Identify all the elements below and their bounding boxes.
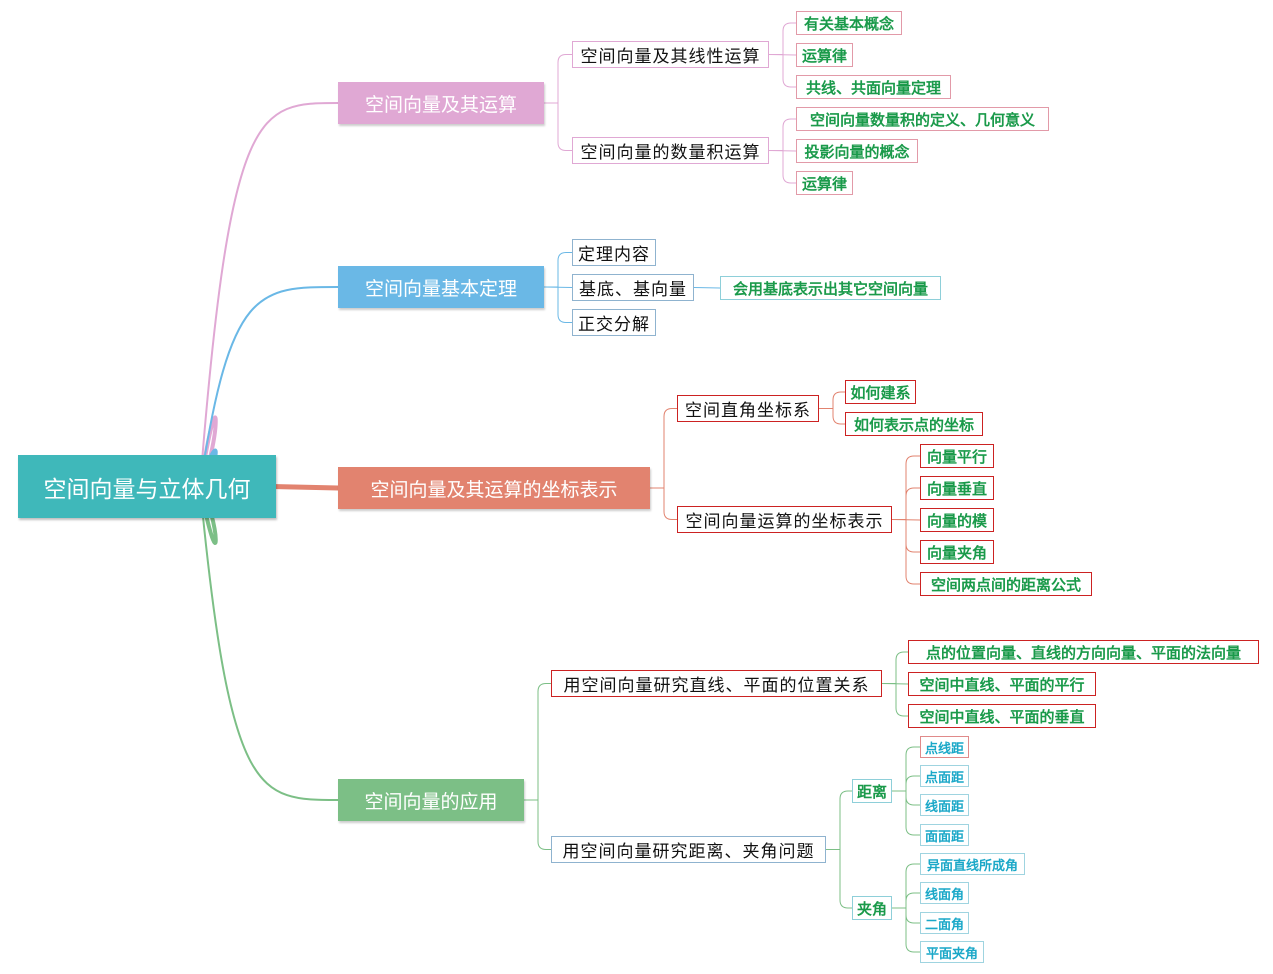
leaf-dot-product-definition[interactable]: 空间向量数量积的定义、几何意义	[796, 107, 1049, 131]
leaf-operation-laws-2[interactable]: 运算律	[796, 171, 853, 195]
branch-coordinate-representation[interactable]: 空间向量及其运算的坐标表示	[338, 467, 650, 509]
leaf-collinear-coplanar-theorem[interactable]: 共线、共面向量定理	[796, 75, 951, 99]
leaf-point-plane-distance[interactable]: 点面距	[920, 765, 969, 787]
leaf-dihedral-angle[interactable]: 二面角	[920, 912, 969, 934]
leaf-plane-plane-distance[interactable]: 面面距	[920, 824, 969, 846]
leaf-represent-with-basis[interactable]: 会用基底表示出其它空间向量	[720, 276, 941, 300]
leaf-skew-lines-angle[interactable]: 异面直线所成角	[920, 853, 1025, 875]
leaf-distance-formula[interactable]: 空间两点间的距离公式	[920, 572, 1092, 596]
topic-cartesian-system[interactable]: 空间直角坐标系	[677, 395, 819, 422]
branch-applications[interactable]: 空间向量的应用	[338, 779, 524, 821]
topic-orthogonal-decomposition[interactable]: 正交分解	[572, 309, 656, 336]
topic-distance-angle-problems[interactable]: 用空间向量研究距离、夹角问题	[551, 836, 826, 863]
leaf-vector-parallel[interactable]: 向量平行	[920, 444, 994, 468]
branch-basic-theorem[interactable]: 空间向量基本定理	[338, 266, 544, 308]
root-topic[interactable]: 空间向量与立体几何	[18, 455, 276, 518]
leaf-line-plane-distance[interactable]: 线面距	[920, 794, 969, 816]
leaf-line-plane-perpendicular[interactable]: 空间中直线、平面的垂直	[908, 704, 1096, 728]
topic-dot-product[interactable]: 空间向量的数量积运算	[572, 137, 769, 164]
leaf-vector-magnitude[interactable]: 向量的模	[920, 508, 994, 532]
branch-vector-operations[interactable]: 空间向量及其运算	[338, 82, 544, 124]
leaf-plane-angle[interactable]: 平面夹角	[920, 941, 984, 963]
leaf-projection-vector[interactable]: 投影向量的概念	[796, 139, 918, 163]
leaf-operation-laws-1[interactable]: 运算律	[796, 43, 853, 67]
leaf-basic-concepts[interactable]: 有关基本概念	[796, 11, 902, 35]
leaf-vector-angle[interactable]: 向量夹角	[920, 540, 994, 564]
group-distance[interactable]: 距离	[852, 779, 892, 803]
topic-basis-vectors[interactable]: 基底、基向量	[572, 274, 694, 301]
leaf-line-plane-parallel[interactable]: 空间中直线、平面的平行	[908, 672, 1096, 696]
topic-linear-operations[interactable]: 空间向量及其线性运算	[572, 41, 769, 68]
topic-theorem-content[interactable]: 定理内容	[572, 239, 656, 266]
leaf-vector-perpendicular[interactable]: 向量垂直	[920, 476, 994, 500]
group-angle[interactable]: 夹角	[852, 896, 892, 920]
leaf-point-line-distance[interactable]: 点线距	[920, 736, 969, 758]
topic-coordinate-operations[interactable]: 空间向量运算的坐标表示	[677, 506, 892, 533]
leaf-build-system[interactable]: 如何建系	[845, 380, 916, 404]
leaf-point-coordinates[interactable]: 如何表示点的坐标	[845, 412, 983, 436]
topic-position-relations[interactable]: 用空间向量研究直线、平面的位置关系	[551, 670, 882, 697]
leaf-position-direction-normal-vectors[interactable]: 点的位置向量、直线的方向向量、平面的法向量	[908, 640, 1259, 664]
leaf-line-plane-angle[interactable]: 线面角	[920, 882, 969, 904]
